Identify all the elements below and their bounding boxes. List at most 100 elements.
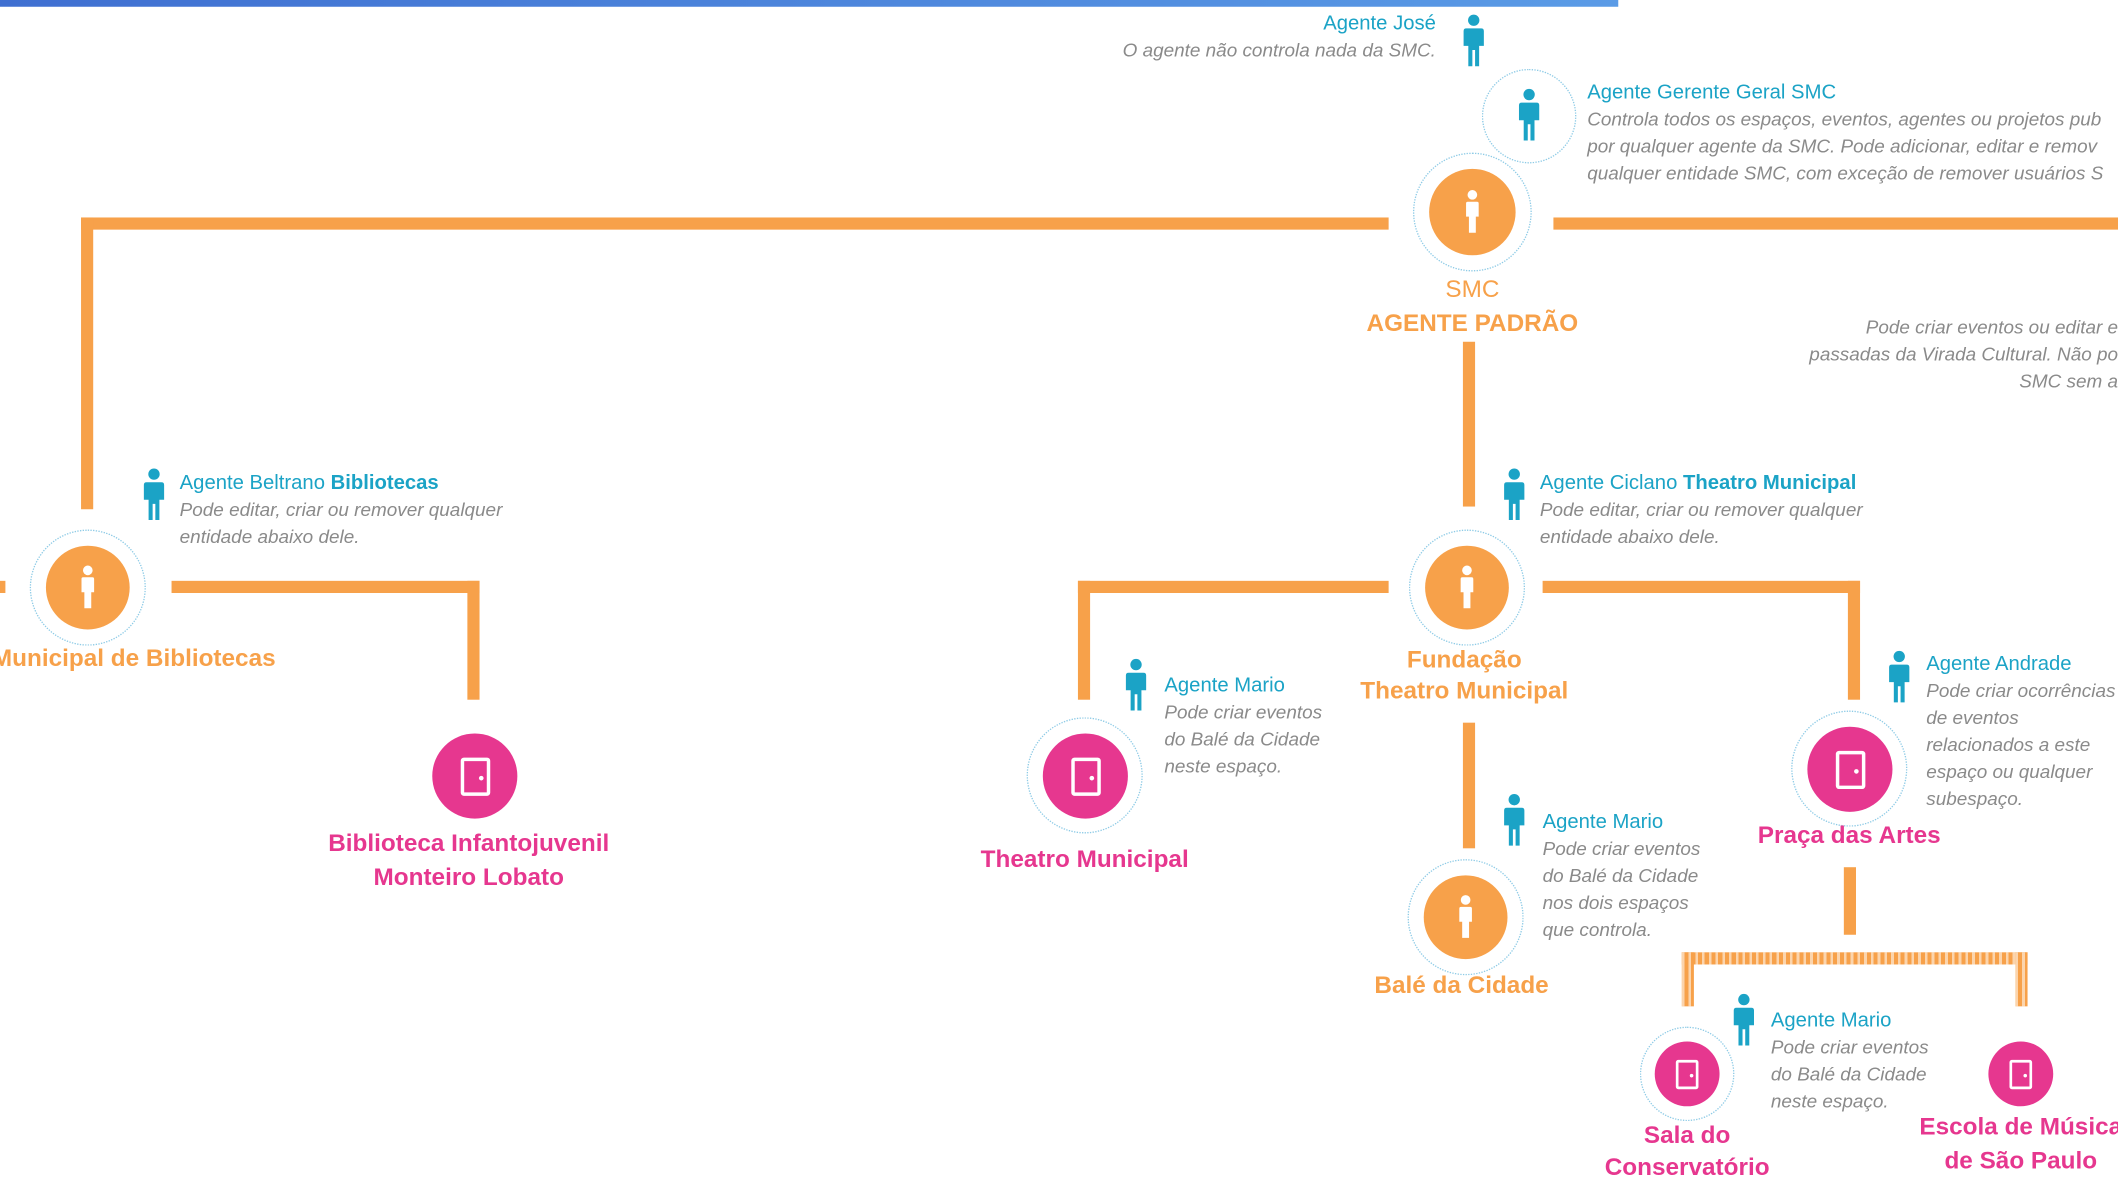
smc-label-line1: SMC [1445, 275, 1500, 303]
smc-label-line2: AGENTE PADRÃO [1366, 309, 1579, 337]
dotted-connector [1681, 952, 1694, 1007]
door-icon [1674, 1058, 1701, 1089]
agent-description-line: do Balé da Cidade [1164, 728, 1321, 750]
person-icon [78, 565, 97, 611]
node-halo [1481, 68, 1577, 164]
agent-description-line: que controla. [1542, 918, 1652, 941]
node-halo [1407, 859, 1524, 976]
person-icon [1125, 656, 1147, 713]
agent-description-line: subespaço. [1926, 787, 2023, 810]
agent-name: Agente Mario [1770, 1009, 1892, 1033]
agent-note-right: Pode criar eventos ou editar e passadas … [1809, 313, 2118, 394]
agent-org: Bibliotecas [330, 471, 439, 495]
agent-description: Pode editar, criar ou remover qualquer e… [1540, 496, 1863, 550]
agent-org: Theatro Municipal [1682, 471, 1857, 495]
top-accent-bar [0, 0, 1619, 7]
agent-description-line: Pode editar, criar ou remover qualquer [179, 498, 503, 521]
agent-description-line: Pode criar ocorrências [1926, 679, 2116, 702]
praca-label-text: Praça das Artes [1757, 821, 1941, 849]
connector [81, 217, 94, 510]
person-icon [1503, 792, 1525, 849]
node-halo [1412, 152, 1532, 272]
agent-name: Agente José [1323, 12, 1436, 36]
agent-description-line: por qualquer agente da SMC. Pode adicion… [1587, 135, 2098, 157]
person-icon [1456, 894, 1475, 940]
agent-ciclano: Agente Ciclano Theatro Municipal Pode ed… [1540, 470, 1863, 550]
connector [1843, 867, 1856, 935]
agent-description-line: entidade abaixo dele. [1539, 525, 1720, 548]
connector [171, 580, 480, 594]
agent-gerente: Agente Gerente Geral SMC Controla todos … [1587, 80, 2103, 187]
praca-label: Praça das Artes [1714, 819, 1984, 853]
bale-node [1423, 875, 1508, 960]
escola-node [1988, 1041, 2054, 1107]
bibliotecas-label-text: Municipal de Bibliotecas [0, 644, 276, 672]
agent-name-text: Agente Ciclano [1539, 471, 1678, 495]
agent-description: Controla todos os espaços, eventos, agen… [1587, 105, 2103, 186]
biblioteca-infanto-label-line1: Biblioteca Infantojuvenil [328, 829, 610, 857]
agent-description-line: Pode criar eventos [1770, 1036, 1929, 1058]
agent-description-line: nos dois espaços [1542, 891, 1689, 914]
agent-name: Agente Ciclano Theatro Municipal [1540, 470, 1863, 496]
theatro-label: Theatro Municipal [950, 843, 1220, 877]
agent-description: Pode criar eventos do Balé da Cidade nes… [1771, 1033, 1929, 1114]
connector [1553, 217, 2118, 230]
agent-andrade: Agente Andrade Pode criar ocorrências de… [1926, 651, 2115, 812]
person-icon [1458, 565, 1477, 611]
agent-name-text: Agente Beltrano [179, 471, 325, 495]
person-icon [1463, 189, 1482, 235]
agent-name: Agente Gerente Geral SMC [1587, 81, 1837, 105]
fundacao-label-line2: Theatro Municipal [1360, 676, 1569, 704]
theatro-node [1042, 733, 1128, 819]
person-icon [1733, 991, 1755, 1048]
escola-label-line1: Escola de Música [1919, 1113, 2118, 1141]
agent-description-line: neste espaço. [1770, 1090, 1889, 1112]
person-icon [1888, 648, 1910, 705]
biblioteca-infanto-label: Biblioteca Infantojuvenil Monteiro Lobat… [293, 827, 644, 895]
agent-description: O agente não controla nada da SMC. [1123, 36, 1436, 63]
smc-label: SMC AGENTE PADRÃO [1337, 273, 1607, 341]
connector [1077, 580, 1389, 594]
connector [0, 580, 6, 594]
note-line: passadas da Virada Cultural. Não po [1809, 343, 2118, 365]
person-icon [1463, 12, 1485, 69]
agent-description-line: O agente não controla nada da SMC. [1122, 39, 1436, 61]
note-line: Pode criar eventos ou editar e [1865, 316, 2118, 338]
node-halo [1026, 717, 1143, 834]
agent-description-line: Pode criar eventos [1164, 701, 1323, 723]
agent-description: Pode criar eventos do Balé da Cidade nos… [1543, 835, 1701, 943]
smc-node [1429, 168, 1516, 256]
connector [1847, 580, 1861, 700]
agent-name: Agente Beltrano Bibliotecas [180, 470, 503, 496]
node-halo [1408, 529, 1526, 646]
agent-description-line: entidade abaixo dele. [179, 525, 360, 548]
agent-description-line: Pode editar, criar ou remover qualquer [1539, 498, 1863, 521]
agent-description-line: qualquer entidade SMC, com exceção de re… [1587, 162, 2104, 184]
agent-description: Pode editar, criar ou remover qualquer e… [180, 496, 503, 550]
agent-mario-sala: Agente Mario Pode criar eventos do Balé … [1771, 1008, 1929, 1115]
biblioteca-infanto-node [432, 733, 518, 819]
person-icon [1518, 86, 1540, 143]
bibliotecas-label: Municipal de Bibliotecas [0, 642, 343, 676]
agent-beltrano: Agente Beltrano Bibliotecas Pode editar,… [180, 470, 503, 550]
dotted-connector [1681, 952, 2028, 965]
sala-node [1654, 1041, 1720, 1107]
door-icon [457, 756, 492, 797]
connector [1462, 722, 1476, 849]
agent-description-line: de eventos [1926, 706, 2019, 729]
agent-description-line: Controla todos os espaços, eventos, agen… [1587, 108, 2102, 130]
agent-mario-bale: Agente Mario Pode criar eventos do Balé … [1543, 809, 1701, 943]
escola-label: Escola de Música de São Paulo [1905, 1110, 2118, 1178]
agent-name: Agente Mario [1164, 674, 1285, 698]
agent-mario-theatro: Agente Mario Pode criar eventos do Balé … [1164, 673, 1322, 780]
bibliotecas-node [45, 545, 130, 630]
praca-node [1807, 726, 1893, 812]
agent-name: Agente Mario [1542, 810, 1664, 834]
door-icon [1832, 749, 1867, 790]
fundacao-label: Fundação Theatro Municipal [1329, 643, 1599, 708]
dotted-connector [2015, 952, 2028, 1007]
person-icon [1503, 466, 1525, 523]
connector [1077, 580, 1091, 700]
person-icon [143, 466, 165, 523]
